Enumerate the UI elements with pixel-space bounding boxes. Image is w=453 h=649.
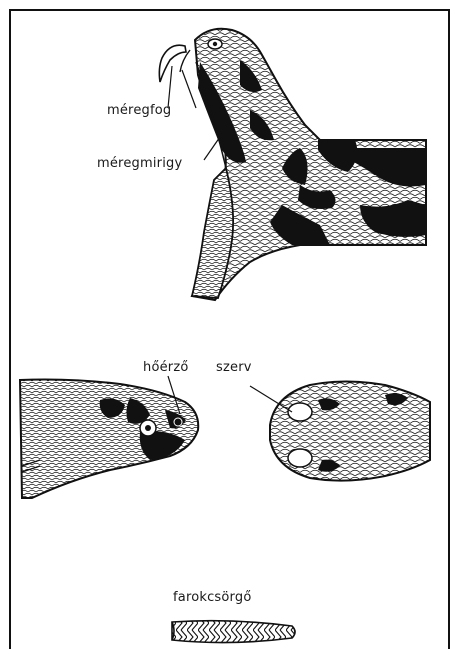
label-rattle: farokcsörgő [173, 590, 251, 605]
viper-head-top-view [270, 382, 430, 481]
label-pit-organ-2: szerv [216, 360, 252, 375]
label-fang: méregfog [107, 103, 171, 118]
viper-head-side-view [20, 380, 198, 499]
label-gland: méregmirigy [97, 156, 182, 171]
rattle-illustration [172, 621, 295, 643]
label-pit-organ-1: hőérző [143, 360, 189, 375]
viper-head-open-mouth [159, 29, 426, 300]
